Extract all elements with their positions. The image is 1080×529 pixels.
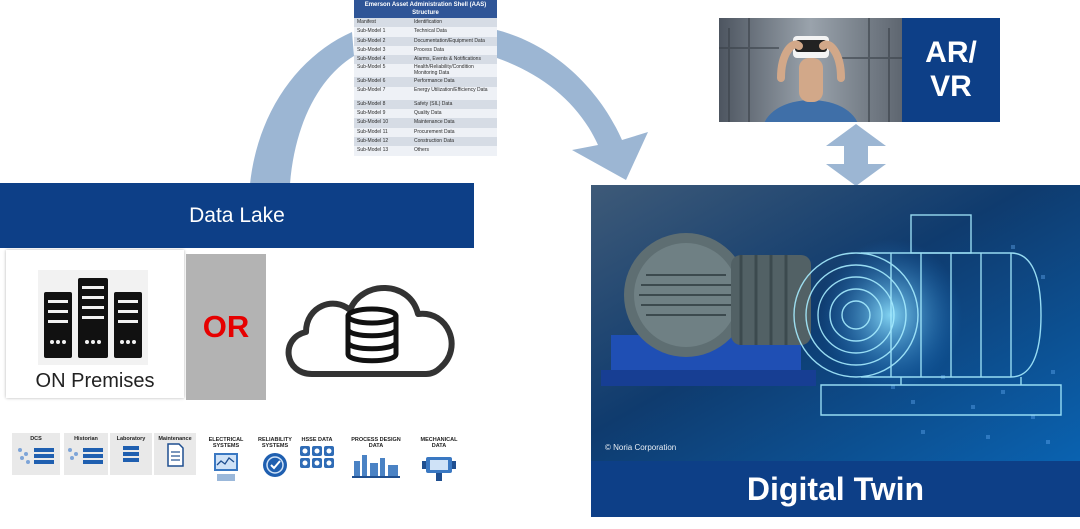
aas-submodel-cell: Sub-Model 4	[357, 56, 386, 63]
vr-person-illustration	[719, 18, 902, 122]
aas-table-row: Sub-Model 8 Safety (SIL) Data	[354, 99, 497, 110]
cloud-database-icon	[285, 285, 455, 377]
aas-description-cell: Procurement Data	[414, 128, 455, 135]
mechanical-label: MECHANICAL DATA	[420, 437, 458, 449]
aas-description-cell: Health/Reliability/Condition Monitoring …	[414, 64, 474, 77]
historian-label: Historian	[74, 436, 98, 442]
data-lake-to-aas-arc	[250, 32, 354, 184]
aas-description-cell: Construction Data	[414, 137, 455, 144]
aas-table-row: Sub-Model 3 Process Data	[354, 45, 497, 56]
aas-structure-table: Emerson Asset Administration Shell (AAS)…	[354, 0, 497, 156]
aas-description-cell: Process Data	[414, 46, 445, 53]
aas-table-row: Sub-Model 6 Performance Data	[354, 77, 497, 87]
aas-to-twin-arc	[497, 30, 648, 180]
data-lake-header: Data Lake	[0, 183, 474, 248]
on-premises-panel	[6, 250, 184, 398]
aas-description-cell: Maintenance Data	[414, 119, 455, 126]
aas-table-row: Sub-Model 12 Construction Data	[354, 136, 497, 147]
aas-submodel-cell: Sub-Model 13	[357, 147, 389, 154]
hsse-label: HSSE DATA	[301, 437, 333, 443]
aas-submodel-cell: Sub-Model 1	[357, 28, 386, 35]
laboratory-icon	[123, 446, 139, 462]
aas-table-row: Sub-Model 13 Others	[354, 146, 497, 156]
hsse-data-source: HSSE DATA	[297, 437, 337, 473]
server-rack-icon	[38, 270, 148, 365]
laboratory-source: Laboratory	[110, 433, 152, 475]
aas-table-row: Sub-Model 10 Maintenance Data	[354, 118, 497, 128]
aas-table-row: Sub-Model 11 Procurement Data	[354, 127, 497, 137]
aas-submodel-cell: Sub-Model 12	[357, 137, 389, 144]
hsse-icon	[300, 446, 334, 468]
aas-description-cell: Quality Data	[414, 110, 442, 117]
mechanical-icon	[422, 457, 456, 481]
aas-submodel-cell: Sub-Model 10	[357, 119, 389, 126]
digital-twin-motor-image	[591, 185, 1080, 461]
vr-headset-photo	[719, 18, 902, 122]
aas-table-row: Manifest Identification	[354, 18, 497, 28]
image-copyright: © Noria Corporation	[605, 443, 677, 452]
aas-submodel-cell: Sub-Model 2	[357, 37, 386, 44]
electrical-systems-source: ELECTRICAL SYSTEMS	[203, 437, 249, 485]
reliability-label: RELIABILITY SYSTEMS	[258, 437, 292, 449]
aas-submodel-cell: Sub-Model 9	[357, 110, 386, 117]
aas-submodel-cell: Sub-Model 5	[357, 64, 386, 71]
aas-table-row: Sub-Model 9 Quality Data	[354, 109, 497, 119]
aas-submodel-cell: Manifest	[357, 19, 376, 25]
aas-description-cell: Identification	[414, 19, 443, 25]
cloud-panel	[268, 252, 474, 400]
on-premises-label: ON Premises	[35, 370, 155, 392]
or-label: OR	[202, 309, 250, 344]
monitor-icon	[214, 453, 238, 481]
aas-table-title: Emerson Asset Administration Shell (AAS)…	[354, 0, 497, 18]
aas-description-cell: Alarms, Events & Notifications	[414, 56, 481, 63]
ar-vr-label-box: AR/ VR	[902, 18, 1000, 122]
document-icon	[167, 443, 184, 467]
aas-table-row: Sub-Model 4 Alarms, Events & Notification…	[354, 55, 497, 65]
process-design-label: PROCESS DESIGN DATA	[351, 437, 401, 449]
dcs-icon	[18, 448, 54, 464]
maintenance-label: Maintenance	[158, 436, 192, 442]
aas-description-cell: Technical Data	[414, 28, 447, 35]
aas-description-cell: Others	[414, 147, 430, 154]
plant-icon	[352, 455, 400, 478]
laboratory-label: Laboratory	[116, 436, 146, 442]
aas-submodel-cell: Sub-Model 7	[357, 86, 386, 93]
dcs-source: DCS	[12, 433, 60, 475]
aas-table-row: Sub-Model 7 Energy Utilization/Efficiency…	[354, 86, 497, 100]
historian-icon	[68, 448, 103, 464]
aas-submodel-cell: Sub-Model 11	[357, 128, 388, 135]
maintenance-source: Maintenance	[154, 433, 196, 475]
electrical-label: ELECTRICAL SYSTEMS	[208, 437, 244, 449]
motor-illustration	[591, 185, 1080, 461]
aas-description-cell: Safety (SIL) Data	[414, 100, 453, 107]
process-design-data-source: PROCESS DESIGN DATA	[348, 437, 404, 481]
aas-description-cell: Documentation/Equipment Data	[414, 37, 485, 44]
reliability-badge-icon	[263, 453, 287, 477]
dcs-label: DCS	[30, 436, 42, 442]
aas-submodel-cell: Sub-Model 3	[357, 46, 386, 53]
historian-source: Historian	[64, 433, 108, 475]
vr-label: VR	[930, 70, 972, 103]
aas-description-cell: Performance Data	[414, 78, 455, 85]
ar-label: AR/	[925, 36, 977, 69]
mechanical-data-source: MECHANICAL DATA	[414, 437, 464, 485]
aas-description-cell: Energy Utilization/Efficiency Data	[414, 86, 488, 93]
aas-table-row: Sub-Model 1 Technical Data	[354, 27, 497, 37]
aas-submodel-cell: Sub-Model 8	[357, 100, 386, 107]
or-separator: OR	[186, 254, 266, 400]
digital-twin-label: Digital Twin	[591, 461, 1080, 517]
aas-table-row: Sub-Model 2 Documentation/Equipment Data	[354, 36, 497, 46]
arvr-twin-double-arrow	[826, 124, 886, 186]
aas-submodel-cell: Sub-Model 6	[357, 78, 386, 85]
aas-table-row: Sub-Model 5 Health/Reliability/Condition …	[354, 64, 497, 78]
reliability-systems-source: RELIABILITY SYSTEMS	[253, 437, 297, 481]
